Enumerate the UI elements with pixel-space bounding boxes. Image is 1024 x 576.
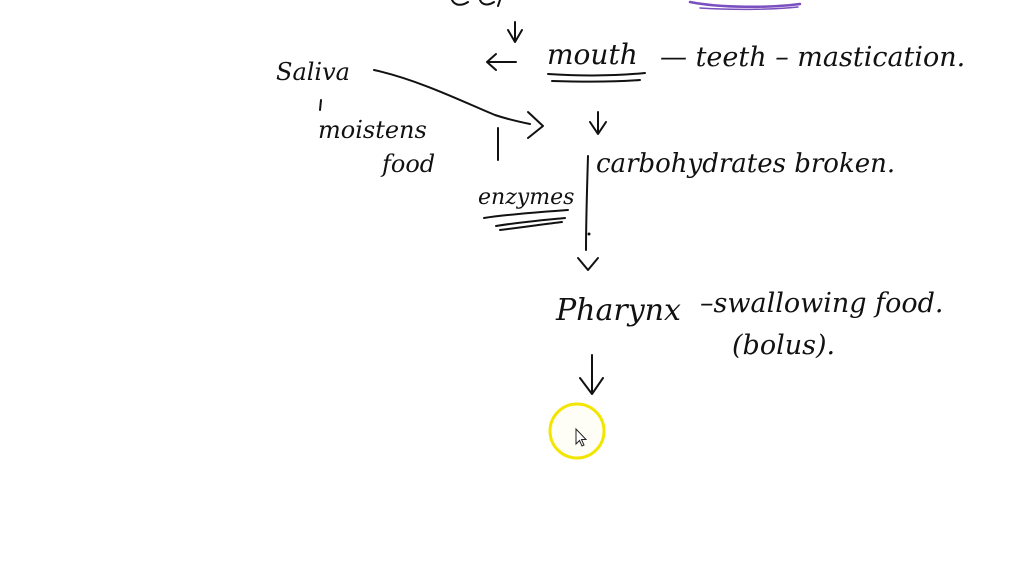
enzymes-underline-2 — [495, 217, 566, 227]
enzymes-label: enzymes — [478, 185, 574, 210]
saliva-arrowhead — [527, 111, 544, 139]
arrow-down-after-pharynx — [579, 354, 604, 395]
saliva-label: Saliva — [276, 58, 350, 86]
food-label: food — [380, 150, 435, 178]
enzymes-underline — [483, 209, 569, 219]
cutoff-stroke-left — [451, 0, 501, 7]
mouth-underline-2 — [551, 79, 641, 83]
bolus-label: (bolus). — [732, 330, 835, 361]
vertical-line-main — [585, 155, 589, 251]
pharynx-label: Pharynx — [555, 293, 681, 328]
arrow-down-pharynx — [577, 257, 599, 271]
enzymes-underline-3 — [499, 221, 563, 231]
purple-underline — [688, 0, 802, 9]
carbohydrates-label: carbohydrates broken. — [596, 149, 895, 179]
swallowing-label: –swallowing food. — [700, 288, 943, 319]
arrow-left-from-mouth — [486, 53, 517, 71]
moistens-label: moistens — [318, 116, 427, 144]
saliva-tick — [319, 99, 322, 111]
saliva-curve — [373, 69, 531, 125]
teeth-mastication-label: — teeth – mastication. — [660, 42, 965, 73]
dot-mark — [587, 232, 591, 236]
purple-underline-2 — [699, 6, 799, 11]
arrow-down-small — [589, 111, 607, 135]
mouth-label: mouth — [547, 38, 638, 71]
mouth-underline — [547, 72, 646, 77]
pointer-cursor-icon — [575, 427, 588, 447]
arrow-top-small — [507, 21, 523, 43]
